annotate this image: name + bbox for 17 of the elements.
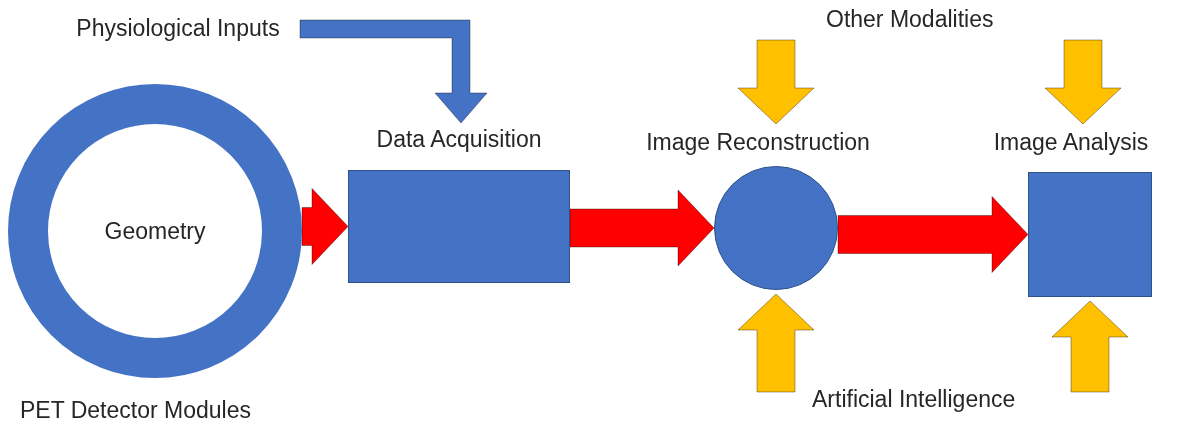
block-arrow <box>569 189 715 267</box>
input-label: Physiological Inputs <box>76 14 280 42</box>
block-arrow <box>1044 39 1122 125</box>
block-arrow <box>301 188 349 265</box>
input-label: Artificial Intelligence <box>812 385 1016 413</box>
block-arrow <box>837 196 1029 273</box>
stage-title: Data Acquisition <box>376 125 542 153</box>
stage-title: Image Analysis <box>993 128 1149 156</box>
block-arrow <box>299 19 488 124</box>
node-caption: PET Detector Modules <box>20 396 251 424</box>
block-arrow <box>1051 300 1129 393</box>
ring-shape <box>8 84 302 378</box>
block-arrow <box>737 293 815 393</box>
stage-title: Image Reconstruction <box>646 128 870 156</box>
block-arrow <box>737 39 815 125</box>
node-label: Geometry <box>104 217 206 245</box>
input-label: Other Modalities <box>826 5 994 33</box>
